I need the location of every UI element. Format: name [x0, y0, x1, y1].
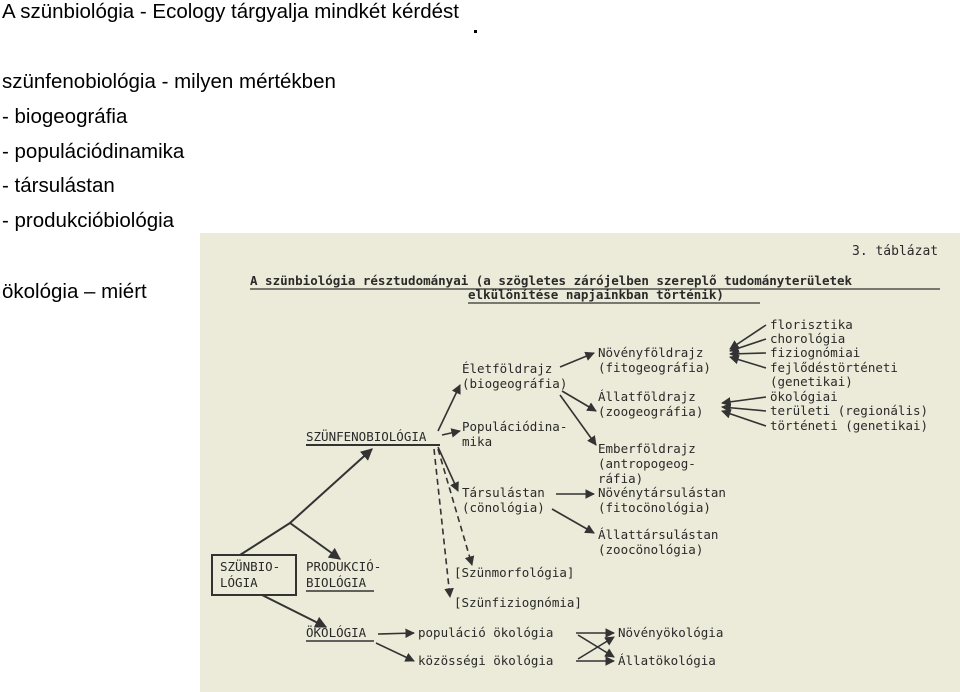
florisztika-label: florisztika — [770, 317, 853, 332]
allatfoldrajz-label-2: (zoogeográfia) — [598, 404, 703, 419]
allattarsulastan-label-1: Állattársulástan — [598, 527, 718, 542]
szunfiziognomia-label: [Szünfiziognómia] — [454, 595, 582, 610]
arrow-to-eletfoldrajz — [437, 384, 461, 432]
root-label-1: SZÜNBIO- — [220, 558, 280, 574]
arrow-to-emberfoldrajz — [559, 394, 597, 446]
stray-dot — [474, 30, 477, 33]
arrow-to-allattarsulastan — [551, 508, 595, 534]
fejlodestorteneti-label: fejlődéstörténeti — [770, 360, 898, 375]
arrow-fiziognomiai — [729, 348, 767, 359]
arrow-to-szunmorfologia — [437, 448, 475, 566]
populaciodinamika-label-2: mika — [462, 434, 492, 449]
novenyfoldrajz-label-2: (fitogeográfia) — [598, 360, 711, 375]
kozossegi-okologia-label: közösségi ökológia — [418, 653, 553, 668]
novenytarsulastan-label-2: (fitocönológia) — [598, 500, 711, 515]
teruleti-label: területi (regionális) — [770, 403, 928, 418]
chorologia-label: chorológia — [770, 331, 845, 346]
text-line-biogeografia: - biogeográfia — [2, 105, 128, 128]
eletfoldrajz-label-2: (biogeográfia) — [462, 376, 567, 391]
allatfoldrajz-label-1: Állatföldrajz — [598, 389, 696, 404]
text-line-populaciodinamika: - populációdinamika — [2, 140, 185, 163]
scanned-diagram: 3. táblázat A szünbiológia résztudománya… — [200, 233, 960, 692]
okologiai-label: ökológiai — [770, 389, 838, 404]
populacio-okologia-label: populáció ökológia — [418, 625, 553, 640]
arrow-to-szunfiziognomia — [433, 448, 454, 598]
text-line-tarsulastan: - társulástan — [2, 174, 115, 197]
produkcio-label-2: BIOLÓGIA — [306, 575, 367, 590]
okologia-label: ÖKOLÓGIA — [306, 624, 367, 640]
diagram-heading-1: A szünbiológia résztudományai (a szöglet… — [250, 273, 853, 288]
branch-root — [239, 522, 291, 556]
diagram-svg: 3. táblázat A szünbiológia résztudománya… — [211, 244, 940, 668]
arrow-to-szunfeno — [289, 448, 373, 524]
arrow-koz-noveny — [577, 636, 615, 660]
szunmorfologia-label: [Szünmorfológia] — [454, 565, 574, 580]
emberfoldrajz-label-3: ráfia) — [598, 471, 643, 486]
produkcio-label-1: PRODUKCIÓ- — [306, 559, 381, 574]
slide-title: A szünbiológia - Ecology tárgyalja mindk… — [2, 0, 459, 23]
tarsulastan-label-1: Társulástan — [462, 485, 545, 500]
allattarsulastan-label-2: (zoocönológia) — [598, 542, 703, 557]
text-line-produkciobiologia: - produkcióbiológia — [2, 209, 175, 232]
arrow-pop-allat — [577, 634, 615, 658]
table-number: 3. táblázat — [852, 244, 938, 259]
arrow-to-tarsulastan — [437, 446, 459, 492]
emberfoldrajz-label-1: Emberföldrajz — [598, 441, 696, 456]
novenytarsulastan-label-1: Növénytársulástan — [598, 485, 726, 500]
root-box — [211, 554, 297, 596]
arrow-teruleti — [721, 403, 767, 413]
allatokologia-label: Állatökológia — [618, 653, 716, 668]
arrow-fejlodestorteneti — [729, 354, 767, 369]
text-line-szunfenobiologia: szünfenobiológia - milyen mértékben — [2, 70, 336, 93]
arrow-to-allatfoldrajz — [561, 390, 597, 412]
arrow-to-produkcio — [289, 522, 341, 560]
novenyfoldrajz-label-1: Növényföldrajz — [598, 345, 703, 360]
szunfenobiologia-label: SZÜNFENOBIOLÓGIA — [306, 428, 427, 444]
populaciodinamika-label-1: Populációdina- — [462, 419, 567, 434]
tarsulastan-label-2: (cönológia) — [462, 500, 545, 515]
arrow-to-kozossegi-okologia — [375, 642, 415, 662]
eletfoldrajz-label-1: Életföldrajz — [462, 361, 552, 376]
emberfoldrajz-label-2: (antropogeog- — [598, 456, 696, 471]
arrow-torteneti — [721, 409, 767, 427]
arrow-to-populacio-okologia — [377, 628, 415, 639]
genetikai-label: (genetikai) — [770, 374, 853, 389]
fiziognomiai-label: fiziognómiai — [770, 345, 860, 360]
arrow-okologiai — [721, 396, 767, 407]
root-label-2: LÓGIA — [220, 575, 258, 590]
torteneti-label: történeti (genetikai) — [770, 418, 928, 433]
diagram-heading-2: elkülönítése napjainkban történik) — [468, 287, 724, 302]
arrow-to-populacio — [441, 428, 461, 438]
novenyokologia-label: Növényökológia — [618, 625, 723, 640]
arrow-to-novenyfoldrajz — [559, 351, 595, 368]
arrow-to-okologia — [261, 594, 328, 628]
text-line-okologia: ökológia – miért — [2, 280, 147, 303]
